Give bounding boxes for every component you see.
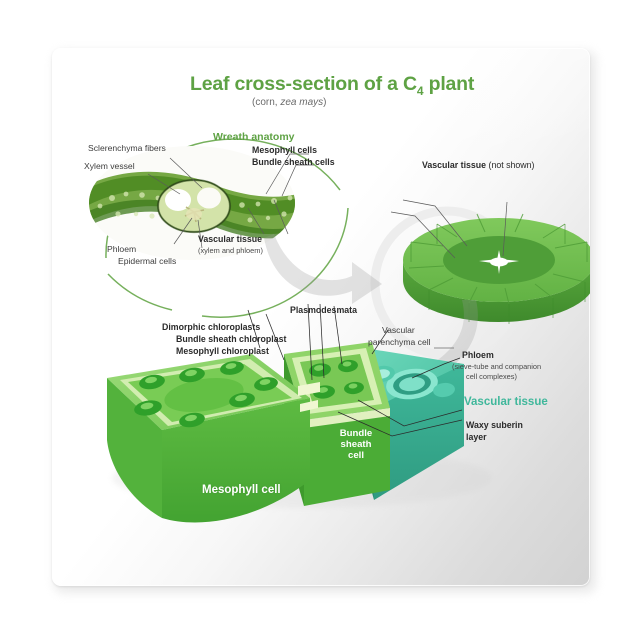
label-phloem-sub-line1: (sieve-tube and companion xyxy=(452,362,542,371)
label-dimorphic-chloroplasts: Dimorphic chloroplasts xyxy=(162,322,261,332)
page-subtitle: (corn, zea mays) xyxy=(252,97,327,108)
label-bundle-sheath-chloroplast: Bundle sheath chloroplast xyxy=(176,334,287,344)
label-vascular-tissue-block: Vascular tissue xyxy=(464,396,548,408)
page-title: Leaf cross-section of a C4 plant xyxy=(190,73,475,98)
label-sclerenchyma-fibers: Sclerenchyma fibers xyxy=(88,143,166,153)
label-ring-vascular-tissue: Vascular tissue (not shown) xyxy=(422,160,535,170)
label-waxy-suberin-line2: layer xyxy=(466,432,487,442)
label-waxy-suberin-line1: Waxy suberin xyxy=(466,420,523,430)
label-vascular-parenchyma-line1: Vascular xyxy=(382,325,415,335)
label-phloem-sub-line2: cell complexes) xyxy=(466,372,517,381)
label-vascular-tissue-micro: Vascular tissue xyxy=(198,234,263,244)
label-mesophyll-cell: Mesophyll cell xyxy=(202,484,281,496)
label-plasmodesmata: Plasmodesmata xyxy=(290,305,357,315)
label-bundle-sheath-cells: Bundle sheath cells xyxy=(252,157,335,167)
label-wreath-anatomy: Wreath anatomy xyxy=(213,131,295,143)
arrow-micrograph-to-ring xyxy=(264,234,382,304)
cell-block-diagram xyxy=(107,303,492,523)
label-mesophyll-cells: Mesophyll cells xyxy=(252,145,318,155)
mesophyll-cell xyxy=(107,354,320,523)
label-phloem: Phloem xyxy=(107,244,137,254)
leaf-micrograph xyxy=(89,146,295,260)
label-phloem-cell: Phloem xyxy=(462,350,494,360)
label-bundle-sheath-cell: Bundle sheath cell xyxy=(339,428,373,461)
label-epidermal-cells: Epidermal cells xyxy=(118,256,177,266)
ring-diagram xyxy=(390,199,590,324)
artwork-svg xyxy=(89,138,590,523)
label-mesophyll-chloroplast: Mesophyll chloroplast xyxy=(176,346,269,356)
label-vascular-parenchyma-line2: parenchyma cell xyxy=(368,337,431,347)
poster-artwork: Leaf cross-section of a C4 plant (corn, … xyxy=(52,48,590,586)
plasmodesmata xyxy=(298,382,320,412)
waxy-suberin-layer xyxy=(304,408,390,428)
label-xylem-vessel: Xylem vessel xyxy=(84,161,135,171)
cell-leader-lines xyxy=(247,303,463,437)
micrograph-leader-lines xyxy=(147,153,314,249)
label-vascular-tissue-micro-sub: (xylem and phloem) xyxy=(198,246,263,255)
